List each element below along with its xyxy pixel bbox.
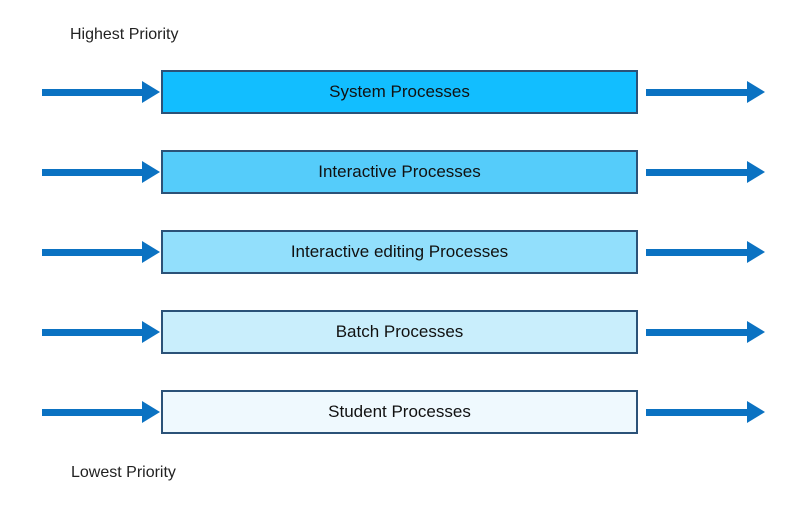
highest-priority-label: Highest Priority	[70, 26, 179, 43]
queue-label: Interactive editing Processes	[290, 242, 509, 261]
arrow-shaft	[42, 248, 142, 256]
queue-row: Student Processes	[0, 390, 790, 434]
arrow-shaft	[646, 88, 747, 96]
queue-box-system: System Processes	[161, 70, 638, 114]
arrow-shaft	[42, 408, 142, 416]
arrow-head	[747, 241, 765, 263]
queue-row: System Processes	[0, 70, 790, 114]
outflow-arrow-icon	[646, 390, 765, 434]
arrow-shaft	[646, 408, 747, 416]
arrow-head	[747, 401, 765, 423]
arrow-head	[747, 321, 765, 343]
arrow-shaft	[646, 168, 747, 176]
queue-row: Batch Processes	[0, 310, 790, 354]
queue-box-interactive: Interactive Processes	[161, 150, 638, 194]
queue-box-interactive-editing: Interactive editing Processes	[161, 230, 638, 274]
queue-label: System Processes	[329, 82, 470, 101]
queue-label: Student Processes	[328, 402, 471, 421]
arrow-shaft	[646, 248, 747, 256]
queue-label: Interactive Processes	[318, 162, 481, 181]
arrow-head	[142, 81, 160, 103]
arrow-head	[142, 401, 160, 423]
arrow-head	[747, 161, 765, 183]
inflow-arrow-icon	[42, 230, 160, 274]
queue-row: Interactive editing Processes	[0, 230, 790, 274]
queue-box-student: Student Processes	[161, 390, 638, 434]
inflow-arrow-icon	[42, 150, 160, 194]
lowest-priority-label: Lowest Priority	[71, 464, 176, 481]
queue-label: Batch Processes	[335, 322, 464, 341]
outflow-arrow-icon	[646, 230, 765, 274]
outflow-arrow-icon	[646, 310, 765, 354]
arrow-shaft	[42, 328, 142, 336]
arrow-head	[142, 241, 160, 263]
arrow-shaft	[42, 88, 142, 96]
arrow-shaft	[646, 328, 747, 336]
arrow-head	[747, 81, 765, 103]
arrow-shaft	[42, 168, 142, 176]
outflow-arrow-icon	[646, 70, 765, 114]
queue-row: Interactive Processes	[0, 150, 790, 194]
arrow-head	[142, 161, 160, 183]
inflow-arrow-icon	[42, 390, 160, 434]
inflow-arrow-icon	[42, 70, 160, 114]
inflow-arrow-icon	[42, 310, 160, 354]
arrow-head	[142, 321, 160, 343]
queue-box-batch: Batch Processes	[161, 310, 638, 354]
outflow-arrow-icon	[646, 150, 765, 194]
